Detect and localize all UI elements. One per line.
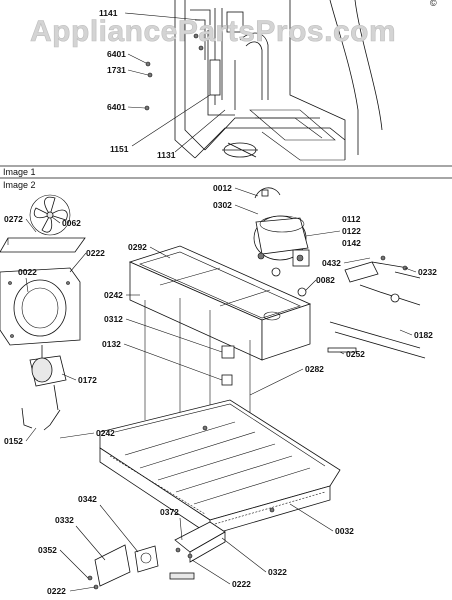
- label-0132: 0132: [102, 339, 121, 349]
- label-6401-b: 6401: [107, 102, 126, 112]
- copyright-mark: ©: [430, 0, 437, 8]
- tubing: [327, 255, 426, 359]
- label-0082: 0082: [316, 275, 335, 285]
- image2-drawing: [0, 187, 426, 590]
- label-6401-a: 6401: [107, 49, 126, 59]
- watermark: AppliancePartsPros.com: [30, 15, 396, 48]
- label-0282: 0282: [305, 364, 324, 374]
- label-0302: 0302: [213, 200, 232, 210]
- label-0232: 0232: [418, 267, 437, 277]
- label-0312: 0312: [104, 314, 123, 324]
- label-0222-b: 0222: [232, 579, 251, 589]
- label-1141: 1141: [99, 8, 118, 18]
- fan-motor: [21, 345, 67, 431]
- label-0272: 0272: [4, 214, 23, 224]
- section-title-image-2: Image 2: [3, 180, 36, 190]
- label-0372: 0372: [160, 507, 179, 517]
- label-0252: 0252: [346, 349, 365, 359]
- label-0432: 0432: [322, 258, 341, 268]
- label-0032: 0032: [335, 526, 354, 536]
- label-0142: 0142: [342, 238, 361, 248]
- section-title-image-1: Image 1: [3, 167, 36, 177]
- defrost-timer: [87, 521, 226, 590]
- label-0352: 0352: [38, 545, 57, 555]
- image2-labels: 0012 0302 0112 0122 0142 0272 0062 0222 …: [4, 183, 437, 596]
- label-0222-a: 0222: [86, 248, 105, 258]
- compressor: [250, 187, 310, 297]
- label-0322: 0322: [268, 567, 287, 577]
- label-1731: 1731: [107, 65, 126, 75]
- label-0222-c: 0222: [47, 586, 66, 596]
- image1-drawing: [144, 0, 383, 161]
- label-0242-b: 0242: [96, 428, 115, 438]
- label-0332: 0332: [55, 515, 74, 525]
- label-1131: 1131: [157, 150, 176, 160]
- label-0172: 0172: [78, 375, 97, 385]
- image1-labels: 1141 6401 1731 6401 1151 1131: [99, 8, 226, 160]
- label-0182: 0182: [414, 330, 433, 340]
- label-0292: 0292: [128, 242, 147, 252]
- label-0012: 0012: [213, 183, 232, 193]
- label-0152: 0152: [4, 436, 23, 446]
- label-0062: 0062: [62, 218, 81, 228]
- label-0242-a: 0242: [104, 290, 123, 300]
- condenser-base: [99, 399, 341, 536]
- label-1151: 1151: [110, 144, 129, 154]
- label-0022: 0022: [18, 267, 37, 277]
- drain-pan: [128, 245, 312, 361]
- label-0342: 0342: [78, 494, 97, 504]
- label-0112: 0112: [342, 214, 361, 224]
- label-0122: 0122: [342, 226, 361, 236]
- fan-blade: [29, 194, 71, 236]
